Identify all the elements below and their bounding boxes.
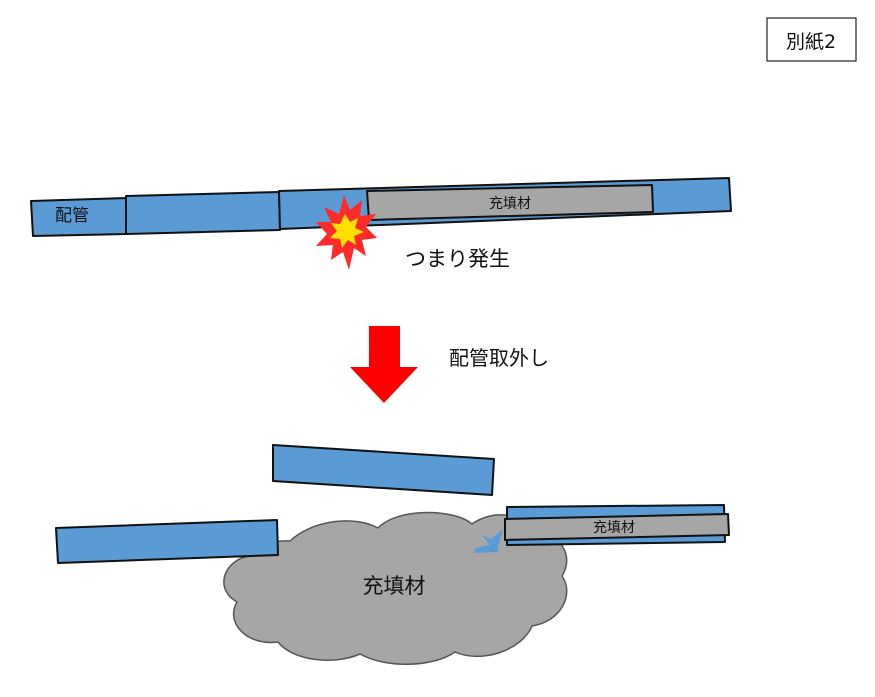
transition-label: 配管取外し xyxy=(449,346,549,370)
filler-label-bottom: 充填材 xyxy=(593,520,635,536)
top-scene: 配管 充填材 つまり発生 xyxy=(30,177,732,271)
transition: 配管取外し xyxy=(350,326,549,403)
leak-arrow-icon xyxy=(474,529,503,553)
attachment-badge-label: 別紙2 xyxy=(786,31,836,53)
down-arrow-icon xyxy=(350,326,418,403)
pipe-label: 配管 xyxy=(55,206,89,226)
filler-label-top: 充填材 xyxy=(489,196,531,212)
filler-inside-right-pipe xyxy=(504,513,730,541)
pipe-segment-2 xyxy=(125,191,281,235)
removed-pipe-segment xyxy=(272,444,495,496)
filler-inside-pipe xyxy=(366,184,654,221)
attachment-badge: 別紙2 xyxy=(766,17,857,62)
clog-event-label: つまり発生 xyxy=(405,247,510,271)
left-pipe-segment xyxy=(55,519,279,564)
clog-burst-icon xyxy=(316,195,377,270)
bottom-scene: 充填材 充填材 xyxy=(55,444,730,665)
attachment-badge-frame xyxy=(766,17,857,62)
spilled-filler-label: 充填材 xyxy=(363,574,426,598)
